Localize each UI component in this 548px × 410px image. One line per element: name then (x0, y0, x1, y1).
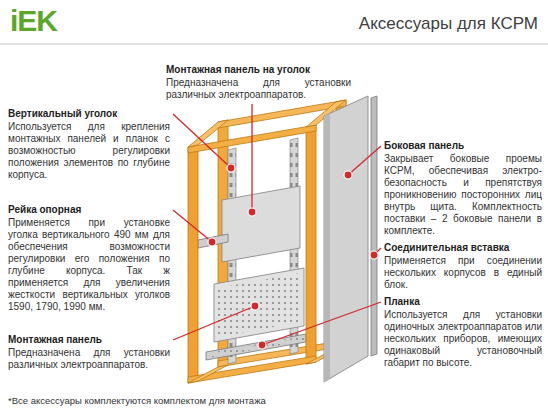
callout-body: Используется для крепления монтажных пан… (8, 121, 170, 181)
callout-body: Применяется при установке уголка вертика… (8, 217, 170, 313)
callout: Рейка опорнаяПрименяется при установке у… (8, 204, 170, 313)
leader-line (173, 114, 231, 168)
mounting-panel-angle (222, 186, 300, 262)
leader-line (348, 146, 381, 175)
callout: Монтажная панельПредназначена для устано… (8, 334, 170, 371)
leader-line (173, 210, 212, 242)
callout-heading: Монтажная панель (8, 334, 170, 346)
leader-dot (258, 341, 266, 349)
leader-dot (248, 208, 256, 216)
callout-body: Применяется при соединении нескольких ко… (384, 255, 542, 291)
logo-text: iEK (10, 4, 57, 38)
leader-line (262, 302, 381, 345)
strip-holes (208, 336, 304, 358)
leader-dot (344, 171, 352, 179)
leader-line (251, 104, 252, 212)
support-rail (198, 234, 228, 248)
callout: Соединительная вставкаПрименяется при со… (384, 242, 542, 291)
footnote: *Все аксессуары комплектуются комплектом… (8, 395, 266, 406)
callout: Монтажная панель на уголокПредназначена … (166, 64, 351, 101)
callout-heading: Соединительная вставка (384, 242, 542, 254)
callout: Вертикальный уголокИспользуется для креп… (8, 108, 170, 181)
callout-heading: Боковая панель (384, 140, 542, 152)
leader-line (173, 306, 255, 340)
callout-heading: Монтажная панель на уголок (166, 64, 351, 76)
side-panel-edge (324, 113, 330, 382)
strip (206, 334, 306, 360)
callout-body: Используется для установки одиночных эле… (384, 309, 542, 369)
callout-body: Предназначена для установки различных эл… (166, 77, 351, 101)
side-panel (324, 96, 368, 382)
callout: Боковая панельЗакрывает боковые проемы К… (384, 140, 542, 237)
leader-dot (227, 164, 235, 172)
frame-upright (188, 145, 198, 383)
frame-bar (188, 356, 316, 383)
callout-body: Закрывает боковые проемы КСРМ, обеспечив… (384, 153, 542, 237)
mounting-panel-perforation (218, 273, 300, 337)
callout-heading: Рейка опорная (8, 204, 170, 216)
callout: ПланкаИспользуется для установки одиночн… (384, 296, 542, 369)
header-rule (0, 44, 548, 45)
callout-heading: Планка (384, 296, 542, 308)
connecting-insert (371, 96, 377, 356)
callout-body: Предназначена для установки различных эл… (8, 347, 170, 371)
page-title: Аксессуары для КСРМ (359, 14, 538, 34)
leader-dot (208, 238, 216, 246)
leader-dot (370, 251, 378, 259)
frame-bar (188, 365, 228, 383)
callout-heading: Вертикальный уголок (8, 108, 170, 120)
mounting-panel (214, 268, 304, 342)
leader-dot (251, 302, 259, 310)
